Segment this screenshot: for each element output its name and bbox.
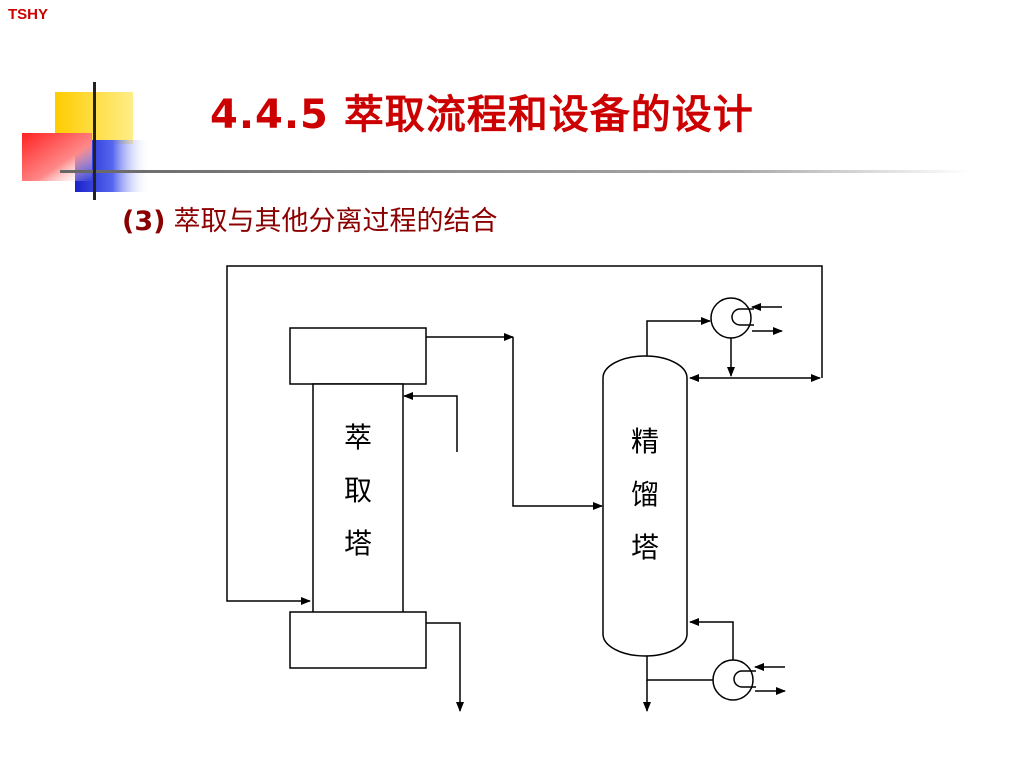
extraction-tower-label-3: 塔 [344, 527, 372, 560]
condenser-coil [731, 308, 754, 326]
extraction-tower-top-section [289, 327, 427, 385]
raffinate-outlet-stream [426, 622, 464, 712]
distillation-tower-label-1: 精 [631, 425, 659, 458]
vapor-to-condenser [646, 317, 711, 356]
extraction-tower-label-1: 萃 [344, 421, 372, 454]
recycle-loop-line [226, 265, 823, 605]
extract-to-feed-line [512, 337, 603, 510]
subtitle-text: 萃取与其他分离过程的结合 [173, 206, 498, 237]
extraction-tower-label-2: 取 [344, 474, 372, 507]
logo: TSHY [8, 6, 49, 23]
condenser [710, 297, 752, 339]
page-title: 4.4.5 萃取流程和设备的设计 [210, 92, 754, 138]
reboiler-vapor-return [689, 618, 734, 660]
reboiler-coil [733, 670, 756, 688]
side-feed-stream [403, 392, 458, 452]
section-subtitle: (3)萃取与其他分离过程的结合 [122, 204, 497, 240]
subtitle-number: (3) [122, 206, 166, 237]
distillation-tower-label-2: 馏 [631, 478, 659, 511]
extraction-tower-bottom-section [289, 611, 427, 669]
distillation-tower-label-3: 塔 [631, 531, 659, 564]
reboiler [712, 659, 754, 701]
bottoms-to-reboiler [646, 656, 713, 681]
distillation-tower-body [602, 355, 688, 657]
